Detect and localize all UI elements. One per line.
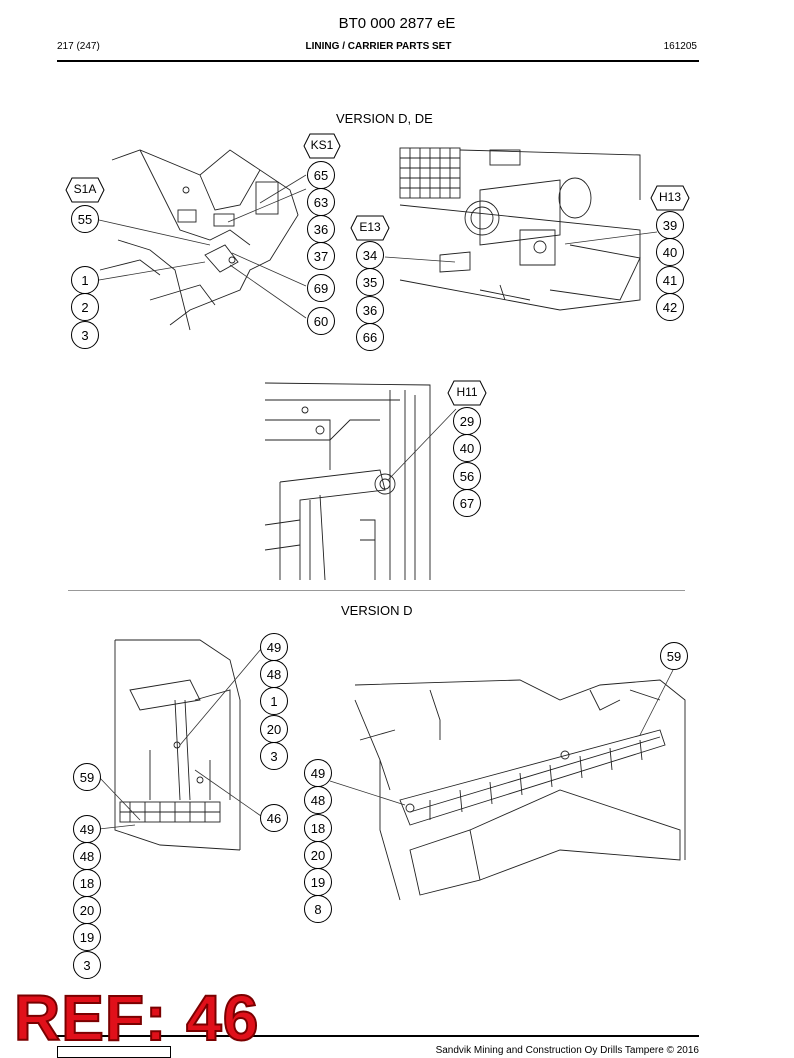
callout-37: 37 bbox=[307, 242, 335, 270]
callout-1: 1 bbox=[260, 687, 288, 715]
drawing-bottom-right bbox=[354, 679, 686, 901]
component-id-s1a: S1A bbox=[73, 182, 97, 196]
drawing-middle bbox=[264, 382, 431, 581]
callout-36: 36 bbox=[356, 296, 384, 324]
callout-69: 69 bbox=[307, 274, 335, 302]
header-rule bbox=[57, 60, 699, 62]
callout-60: 60 bbox=[307, 307, 335, 335]
callout-leaders-bottom-left bbox=[98, 648, 262, 830]
callout-36: 36 bbox=[307, 215, 335, 243]
component-id-h11: H11 bbox=[456, 385, 478, 399]
callout-3: 3 bbox=[73, 951, 101, 979]
callout-8: 8 bbox=[304, 895, 332, 923]
hex-e13 bbox=[350, 215, 390, 241]
doc-title: BT0 000 2877 eE bbox=[338, 15, 456, 32]
footer-rule bbox=[57, 1035, 699, 1037]
callout-19: 19 bbox=[73, 923, 101, 951]
callout-leaders-bottom-right bbox=[329, 669, 674, 806]
callout-2: 2 bbox=[71, 293, 99, 321]
callout-65: 65 bbox=[307, 161, 335, 189]
callout-20: 20 bbox=[304, 841, 332, 869]
hex-h13 bbox=[650, 185, 690, 211]
callout-20: 20 bbox=[260, 715, 288, 743]
drawing-bottom-left bbox=[114, 639, 241, 851]
callout-49: 49 bbox=[73, 815, 101, 843]
callout-48: 48 bbox=[304, 786, 332, 814]
callout-leaders-top-right bbox=[384, 231, 658, 263]
callout-59: 59 bbox=[73, 763, 101, 791]
callout-20: 20 bbox=[73, 896, 101, 924]
page-number: 217 (247) bbox=[57, 41, 100, 52]
callout-40: 40 bbox=[453, 434, 481, 462]
callout-39: 39 bbox=[656, 211, 684, 239]
ref-banner: REF: 46 bbox=[13, 982, 260, 1054]
component-id-e13: E13 bbox=[359, 220, 381, 234]
callout-49: 49 bbox=[260, 633, 288, 661]
hex-ks1 bbox=[303, 133, 341, 159]
hex-s1a bbox=[65, 177, 105, 203]
callout-3: 3 bbox=[71, 321, 99, 349]
callout-18: 18 bbox=[304, 814, 332, 842]
footer-copyright: Sandvik Mining and Construction Oy Drill… bbox=[435, 1045, 699, 1056]
callout-leaders-top-left bbox=[98, 174, 307, 319]
version-label-top: VERSION D, DE bbox=[336, 111, 433, 126]
callout-35: 35 bbox=[356, 268, 384, 296]
hex-h11 bbox=[447, 380, 487, 406]
callout-3: 3 bbox=[260, 742, 288, 770]
callout-56: 56 bbox=[453, 462, 481, 490]
section-title: LINING / CARRIER PARTS SET bbox=[305, 41, 452, 52]
callout-49: 49 bbox=[304, 759, 332, 787]
callout-48: 48 bbox=[73, 842, 101, 870]
callout-41: 41 bbox=[656, 266, 684, 294]
callout-55: 55 bbox=[71, 205, 99, 233]
callout-18: 18 bbox=[73, 869, 101, 897]
callout-42: 42 bbox=[656, 293, 684, 321]
callout-29: 29 bbox=[453, 407, 481, 435]
callout-66: 66 bbox=[356, 323, 384, 351]
hex-outlines bbox=[65, 133, 690, 406]
callout-46: 46 bbox=[260, 804, 288, 832]
callout-59: 59 bbox=[660, 642, 688, 670]
doc-code: 161205 bbox=[663, 41, 697, 52]
section-divider bbox=[68, 590, 685, 591]
callout-19: 19 bbox=[304, 868, 332, 896]
callout-1: 1 bbox=[71, 266, 99, 294]
drawing-top-left bbox=[99, 149, 299, 331]
version-label-bottom: VERSION D bbox=[341, 603, 413, 618]
callout-40: 40 bbox=[656, 238, 684, 266]
component-id-h13: H13 bbox=[658, 190, 681, 204]
callout-48: 48 bbox=[260, 660, 288, 688]
callout-leaders-middle bbox=[387, 408, 457, 481]
callout-67: 67 bbox=[453, 489, 481, 517]
drawing-top-right bbox=[399, 147, 641, 311]
callout-34: 34 bbox=[356, 241, 384, 269]
component-id-ks1: KS1 bbox=[310, 138, 334, 152]
callout-63: 63 bbox=[307, 188, 335, 216]
